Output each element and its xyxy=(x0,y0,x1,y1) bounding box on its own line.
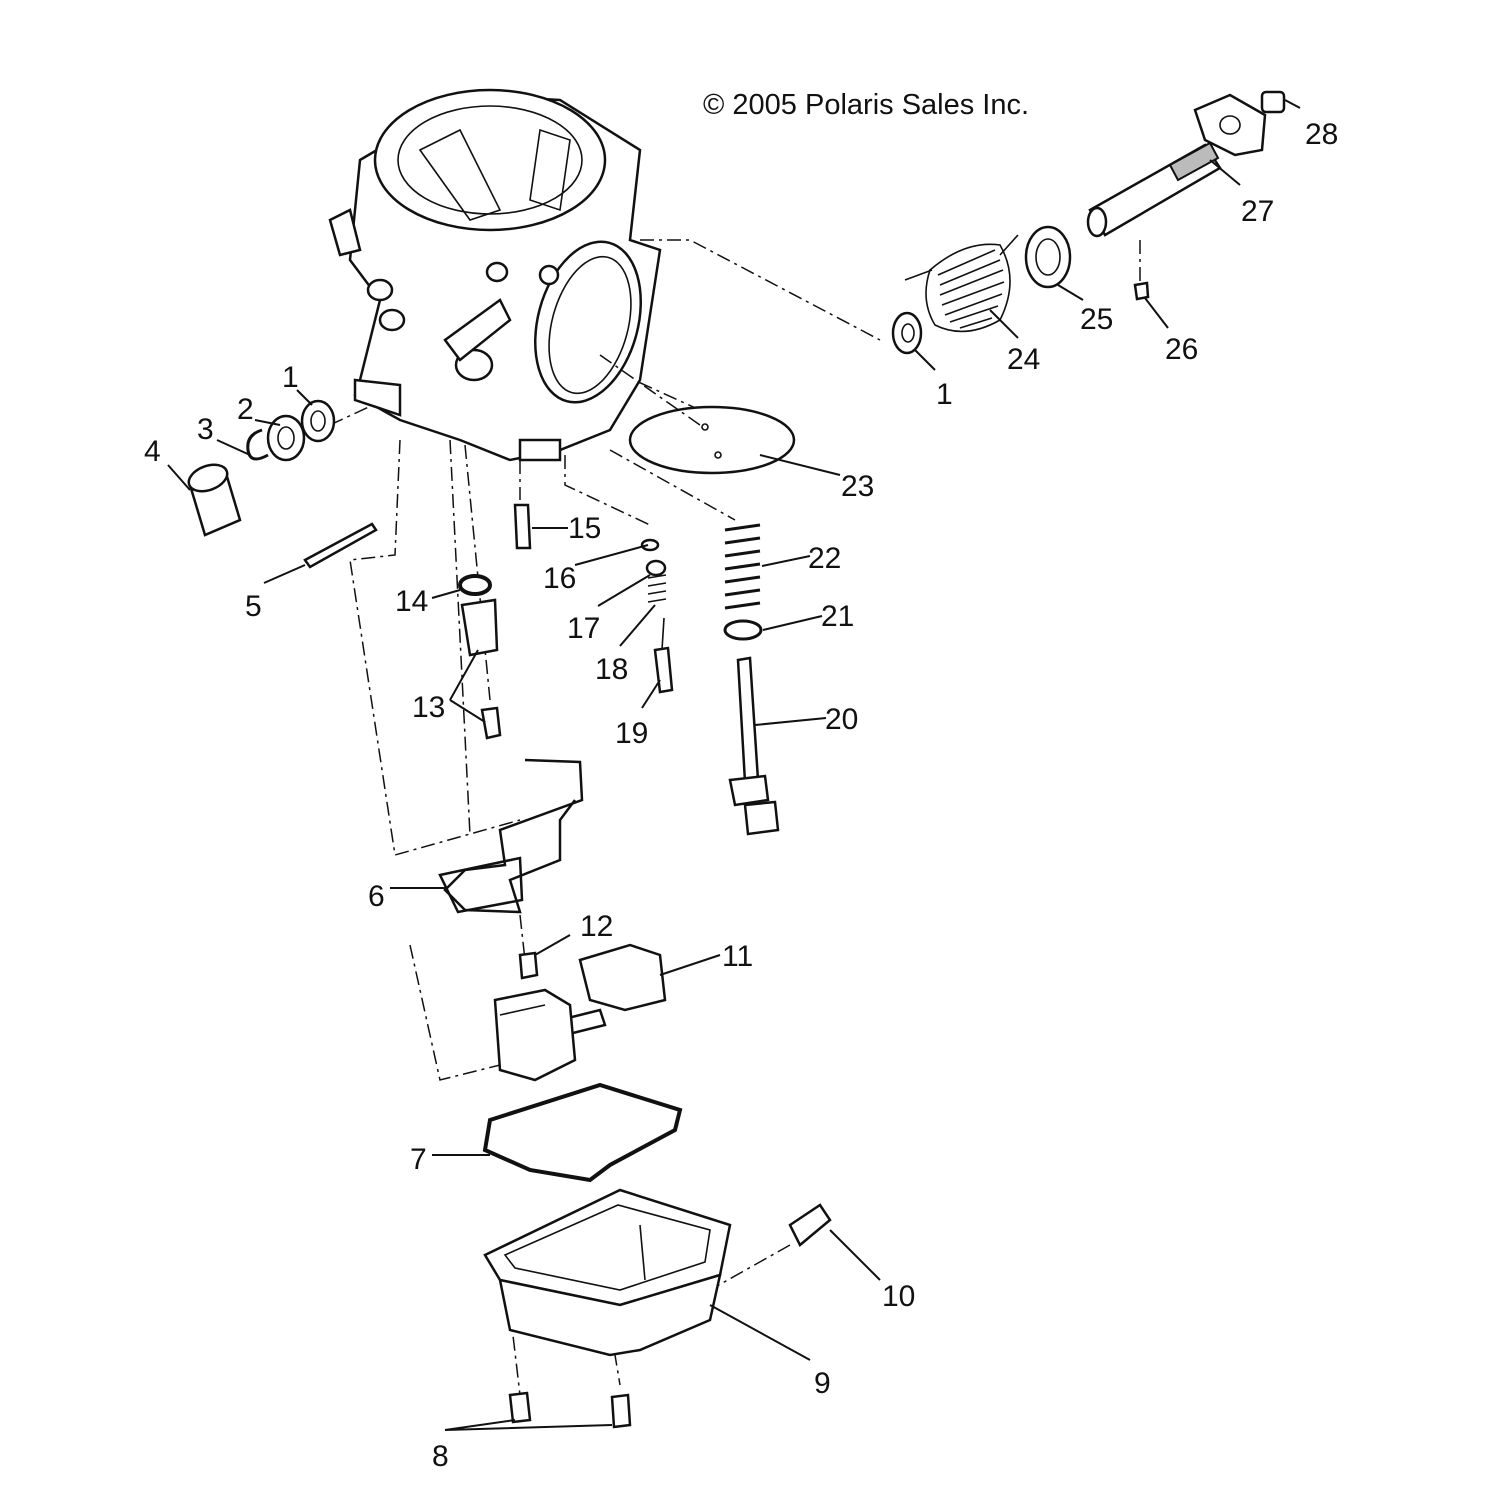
screw-8a xyxy=(508,1391,532,1424)
callout-11: 11 xyxy=(722,940,753,973)
callout-10: 10 xyxy=(882,1280,915,1313)
float-bracket-6 xyxy=(443,758,584,914)
copyright-text: © 2005 Polaris Sales Inc. xyxy=(703,89,1029,121)
callout-23: 23 xyxy=(841,470,874,503)
callout-17: 17 xyxy=(567,612,600,645)
idle-screw-20 xyxy=(736,656,760,784)
callout-1-right: 1 xyxy=(936,378,953,411)
callout-18: 18 xyxy=(595,653,628,686)
callout-4: 4 xyxy=(144,435,161,468)
callout-21: 21 xyxy=(821,600,854,633)
screw-28 xyxy=(1260,90,1286,114)
gasket-7 xyxy=(482,1082,683,1183)
pilot-screw-5 xyxy=(303,522,378,569)
throttle-lever xyxy=(1193,93,1267,157)
callout-6: 6 xyxy=(368,880,385,913)
callout-22: 22 xyxy=(808,542,841,575)
throttle-plate-23 xyxy=(628,405,796,475)
spring-22 xyxy=(724,523,761,610)
jet-parts xyxy=(458,503,780,836)
callout-labels: 28 27 25 26 24 1 23 1 2 3 4 15 16 5 14 2… xyxy=(144,118,1338,1473)
callout-5: 5 xyxy=(245,590,262,623)
callout-3: 3 xyxy=(197,413,214,446)
callout-24: 24 xyxy=(1007,343,1040,376)
callout-19: 19 xyxy=(615,717,648,750)
callout-13: 13 xyxy=(412,691,445,724)
callout-15: 15 xyxy=(568,512,601,545)
callout-9: 9 xyxy=(814,1367,831,1400)
needle-valve-13 xyxy=(460,598,499,657)
callout-26: 26 xyxy=(1165,333,1198,366)
bushing-25 xyxy=(1024,225,1072,289)
callout-25: 25 xyxy=(1080,303,1113,336)
leader-lines xyxy=(167,99,1301,1431)
callout-7: 7 xyxy=(410,1143,427,1176)
throttle-shaft-assembly xyxy=(891,90,1286,355)
screw-12 xyxy=(518,951,539,980)
callout-8: 8 xyxy=(432,1440,449,1473)
callout-1-left: 1 xyxy=(282,361,299,394)
float-11 xyxy=(493,943,667,1082)
float-bowl-9 xyxy=(483,1188,732,1357)
screw-26 xyxy=(1133,281,1150,301)
drain-screw-10 xyxy=(788,1203,832,1247)
carburetor-body xyxy=(328,88,662,462)
callout-16: 16 xyxy=(543,562,576,595)
return-spring-24 xyxy=(904,234,1019,333)
callout-27: 27 xyxy=(1241,195,1274,228)
screw-8b xyxy=(610,1393,632,1429)
callout-20: 20 xyxy=(825,703,858,736)
callout-28: 28 xyxy=(1305,118,1338,151)
left-side-parts xyxy=(187,399,378,569)
callout-2: 2 xyxy=(237,393,254,426)
callout-14: 14 xyxy=(395,585,428,618)
seal-1-right xyxy=(891,311,923,355)
callout-12: 12 xyxy=(580,910,613,943)
